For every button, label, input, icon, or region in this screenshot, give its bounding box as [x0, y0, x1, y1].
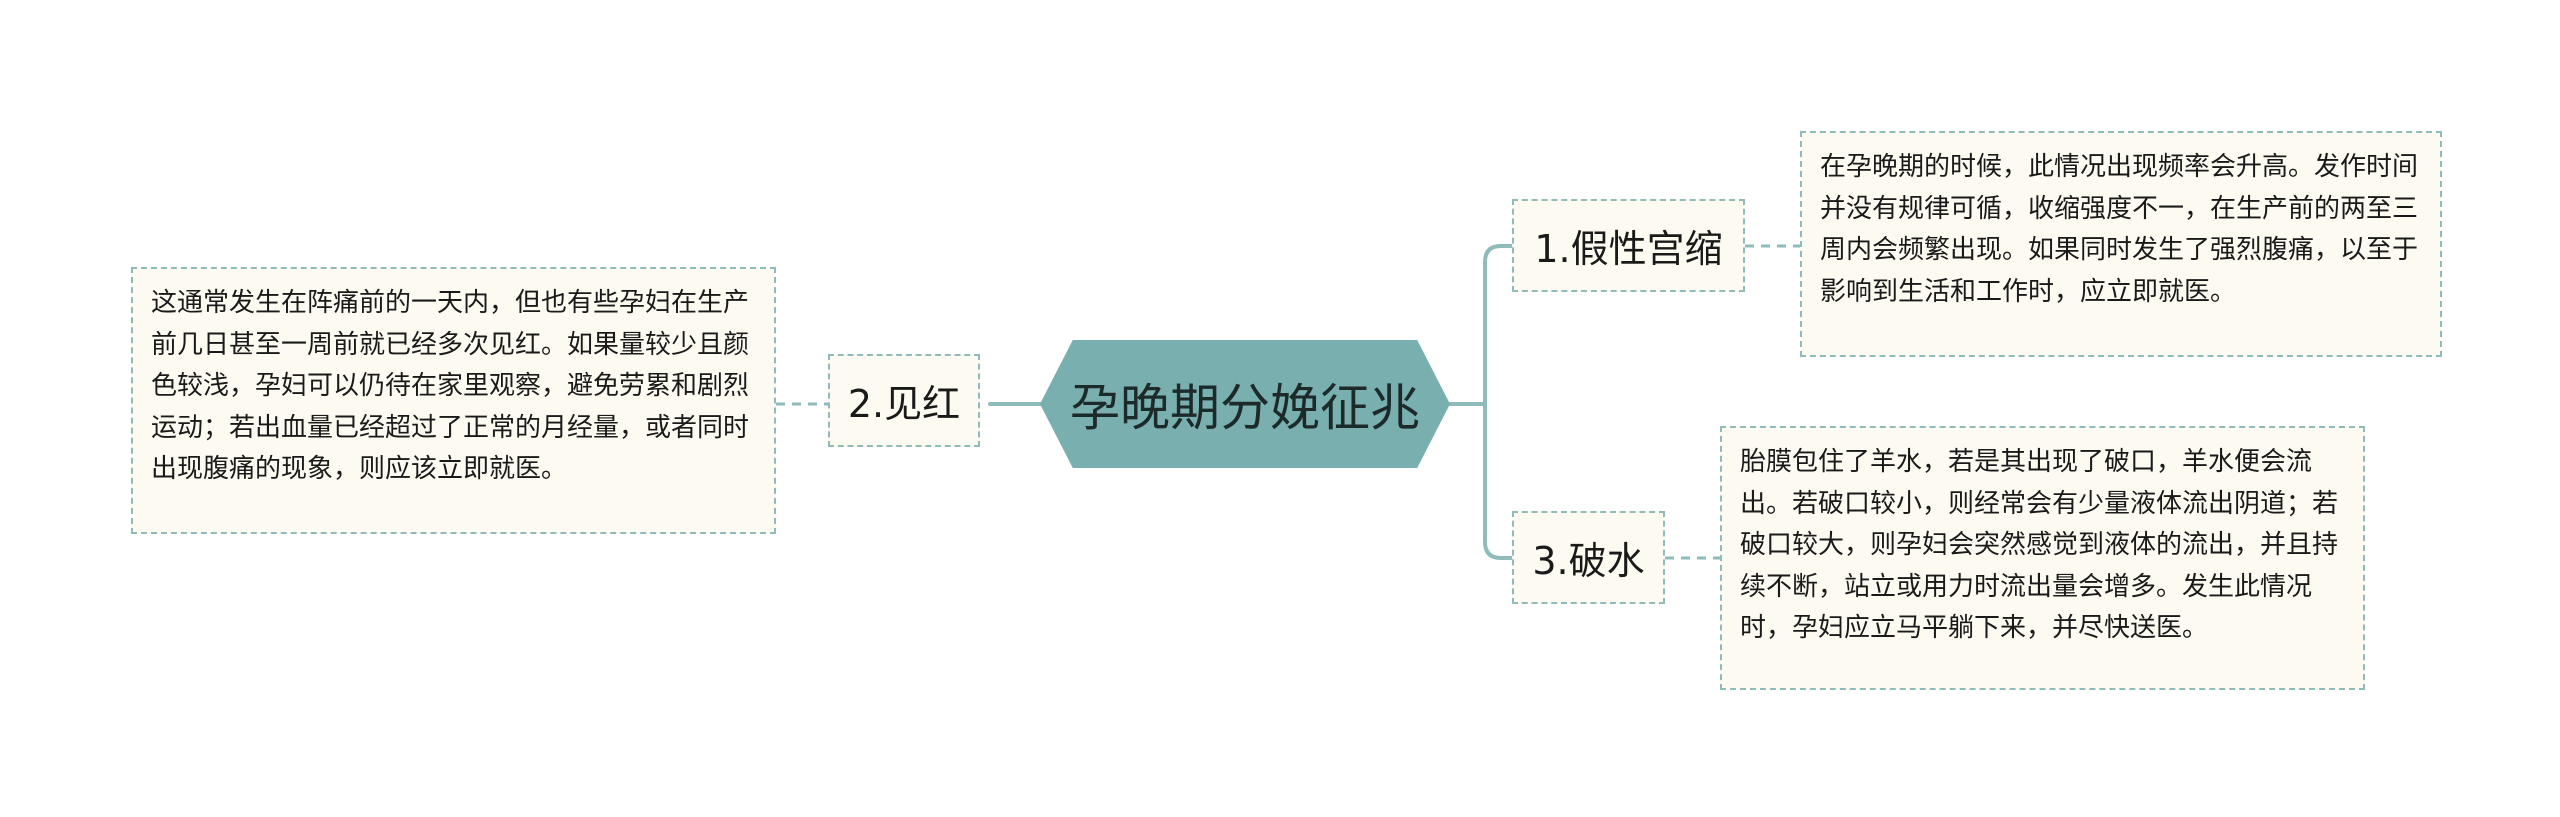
note-false-contractions: 在孕晚期的时候，此情况出现频率会升高。发作时间并没有规律可循，收缩强度不一，在生… — [1800, 131, 2442, 357]
note-bloody-show: 这通常发生在阵痛前的一天内，但也有些孕妇在生产前几日甚至一周前就已经多次见红。如… — [131, 267, 776, 534]
branch-water-breaking[interactable]: 3.破水 — [1512, 511, 1665, 604]
branch-false-contractions[interactable]: 1.假性宫缩 — [1512, 199, 1745, 292]
note-water-breaking: 胎膜包住了羊水，若是其出现了破口，羊水便会流出。若破口较小，则经常会有少量液体流… — [1720, 426, 2365, 690]
root-topic-label: 孕晚期分娩征兆 — [1070, 379, 1420, 437]
note-false-contractions-text: 在孕晚期的时候，此情况出现频率会升高。发作时间并没有规律可循，收缩强度不一，在生… — [1820, 152, 2419, 307]
note-water-breaking-text: 胎膜包住了羊水，若是其出现了破口，羊水便会流出。若破口较小，则经常会有少量液体流… — [1740, 447, 2339, 643]
note-bloody-show-text: 这通常发生在阵痛前的一天内，但也有些孕妇在生产前几日甚至一周前就已经多次见红。如… — [151, 288, 750, 484]
branch-bloody-show[interactable]: 2.见红 — [828, 354, 980, 447]
connector-trunk-right — [1483, 244, 1514, 560]
branch-false-contractions-label: 1.假性宫缩 — [1534, 227, 1723, 271]
branch-water-breaking-label: 3.破水 — [1532, 539, 1645, 583]
root-topic[interactable]: 孕晚期分娩征兆 — [1040, 340, 1450, 468]
branch-bloody-show-label: 2.见红 — [847, 382, 961, 426]
